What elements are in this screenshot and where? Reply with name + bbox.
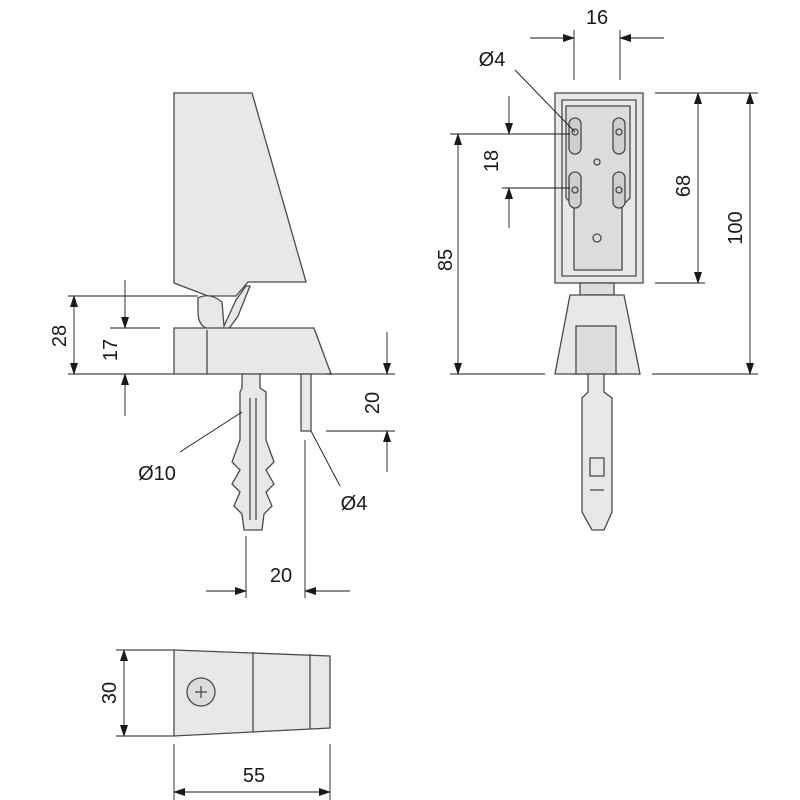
slot-2 <box>612 117 626 155</box>
front-view <box>554 92 644 531</box>
dim-16: 16 <box>586 7 608 29</box>
dim-100: 100 <box>725 211 747 244</box>
dim-plug-diameter: Ø10 <box>138 463 176 485</box>
dim-85: 85 <box>435 249 457 271</box>
dim-17: 17 <box>100 339 122 361</box>
lower-hole <box>592 233 602 243</box>
dim-28: 28 <box>49 325 71 347</box>
dimension-labels: 16 Ø4 18 85 68 100 28 17 20 Ø10 Ø4 20 30… <box>49 7 747 787</box>
dim-68: 68 <box>673 175 695 197</box>
bottom-view <box>173 649 331 737</box>
side-pin <box>300 373 312 432</box>
slot-4 <box>612 171 626 209</box>
side-view <box>173 92 332 531</box>
dim-20-horizontal: 20 <box>270 565 292 587</box>
side-base <box>173 327 332 375</box>
side-plug <box>231 373 275 531</box>
bottom-body <box>173 649 331 737</box>
front-plug <box>581 373 613 531</box>
slot-3 <box>568 171 582 209</box>
side-hook <box>197 285 251 331</box>
side-head <box>173 92 307 297</box>
dim-pin-diameter: Ø4 <box>341 493 368 515</box>
dim-30: 30 <box>99 682 121 704</box>
dim-20-vertical: 20 <box>362 392 384 414</box>
dimension-lines <box>68 30 758 800</box>
center-hole <box>593 158 601 166</box>
dim-hole-top: Ø4 <box>479 49 506 71</box>
slot-1 <box>568 117 582 155</box>
dim-55: 55 <box>243 765 265 787</box>
dim-18: 18 <box>481 150 503 172</box>
